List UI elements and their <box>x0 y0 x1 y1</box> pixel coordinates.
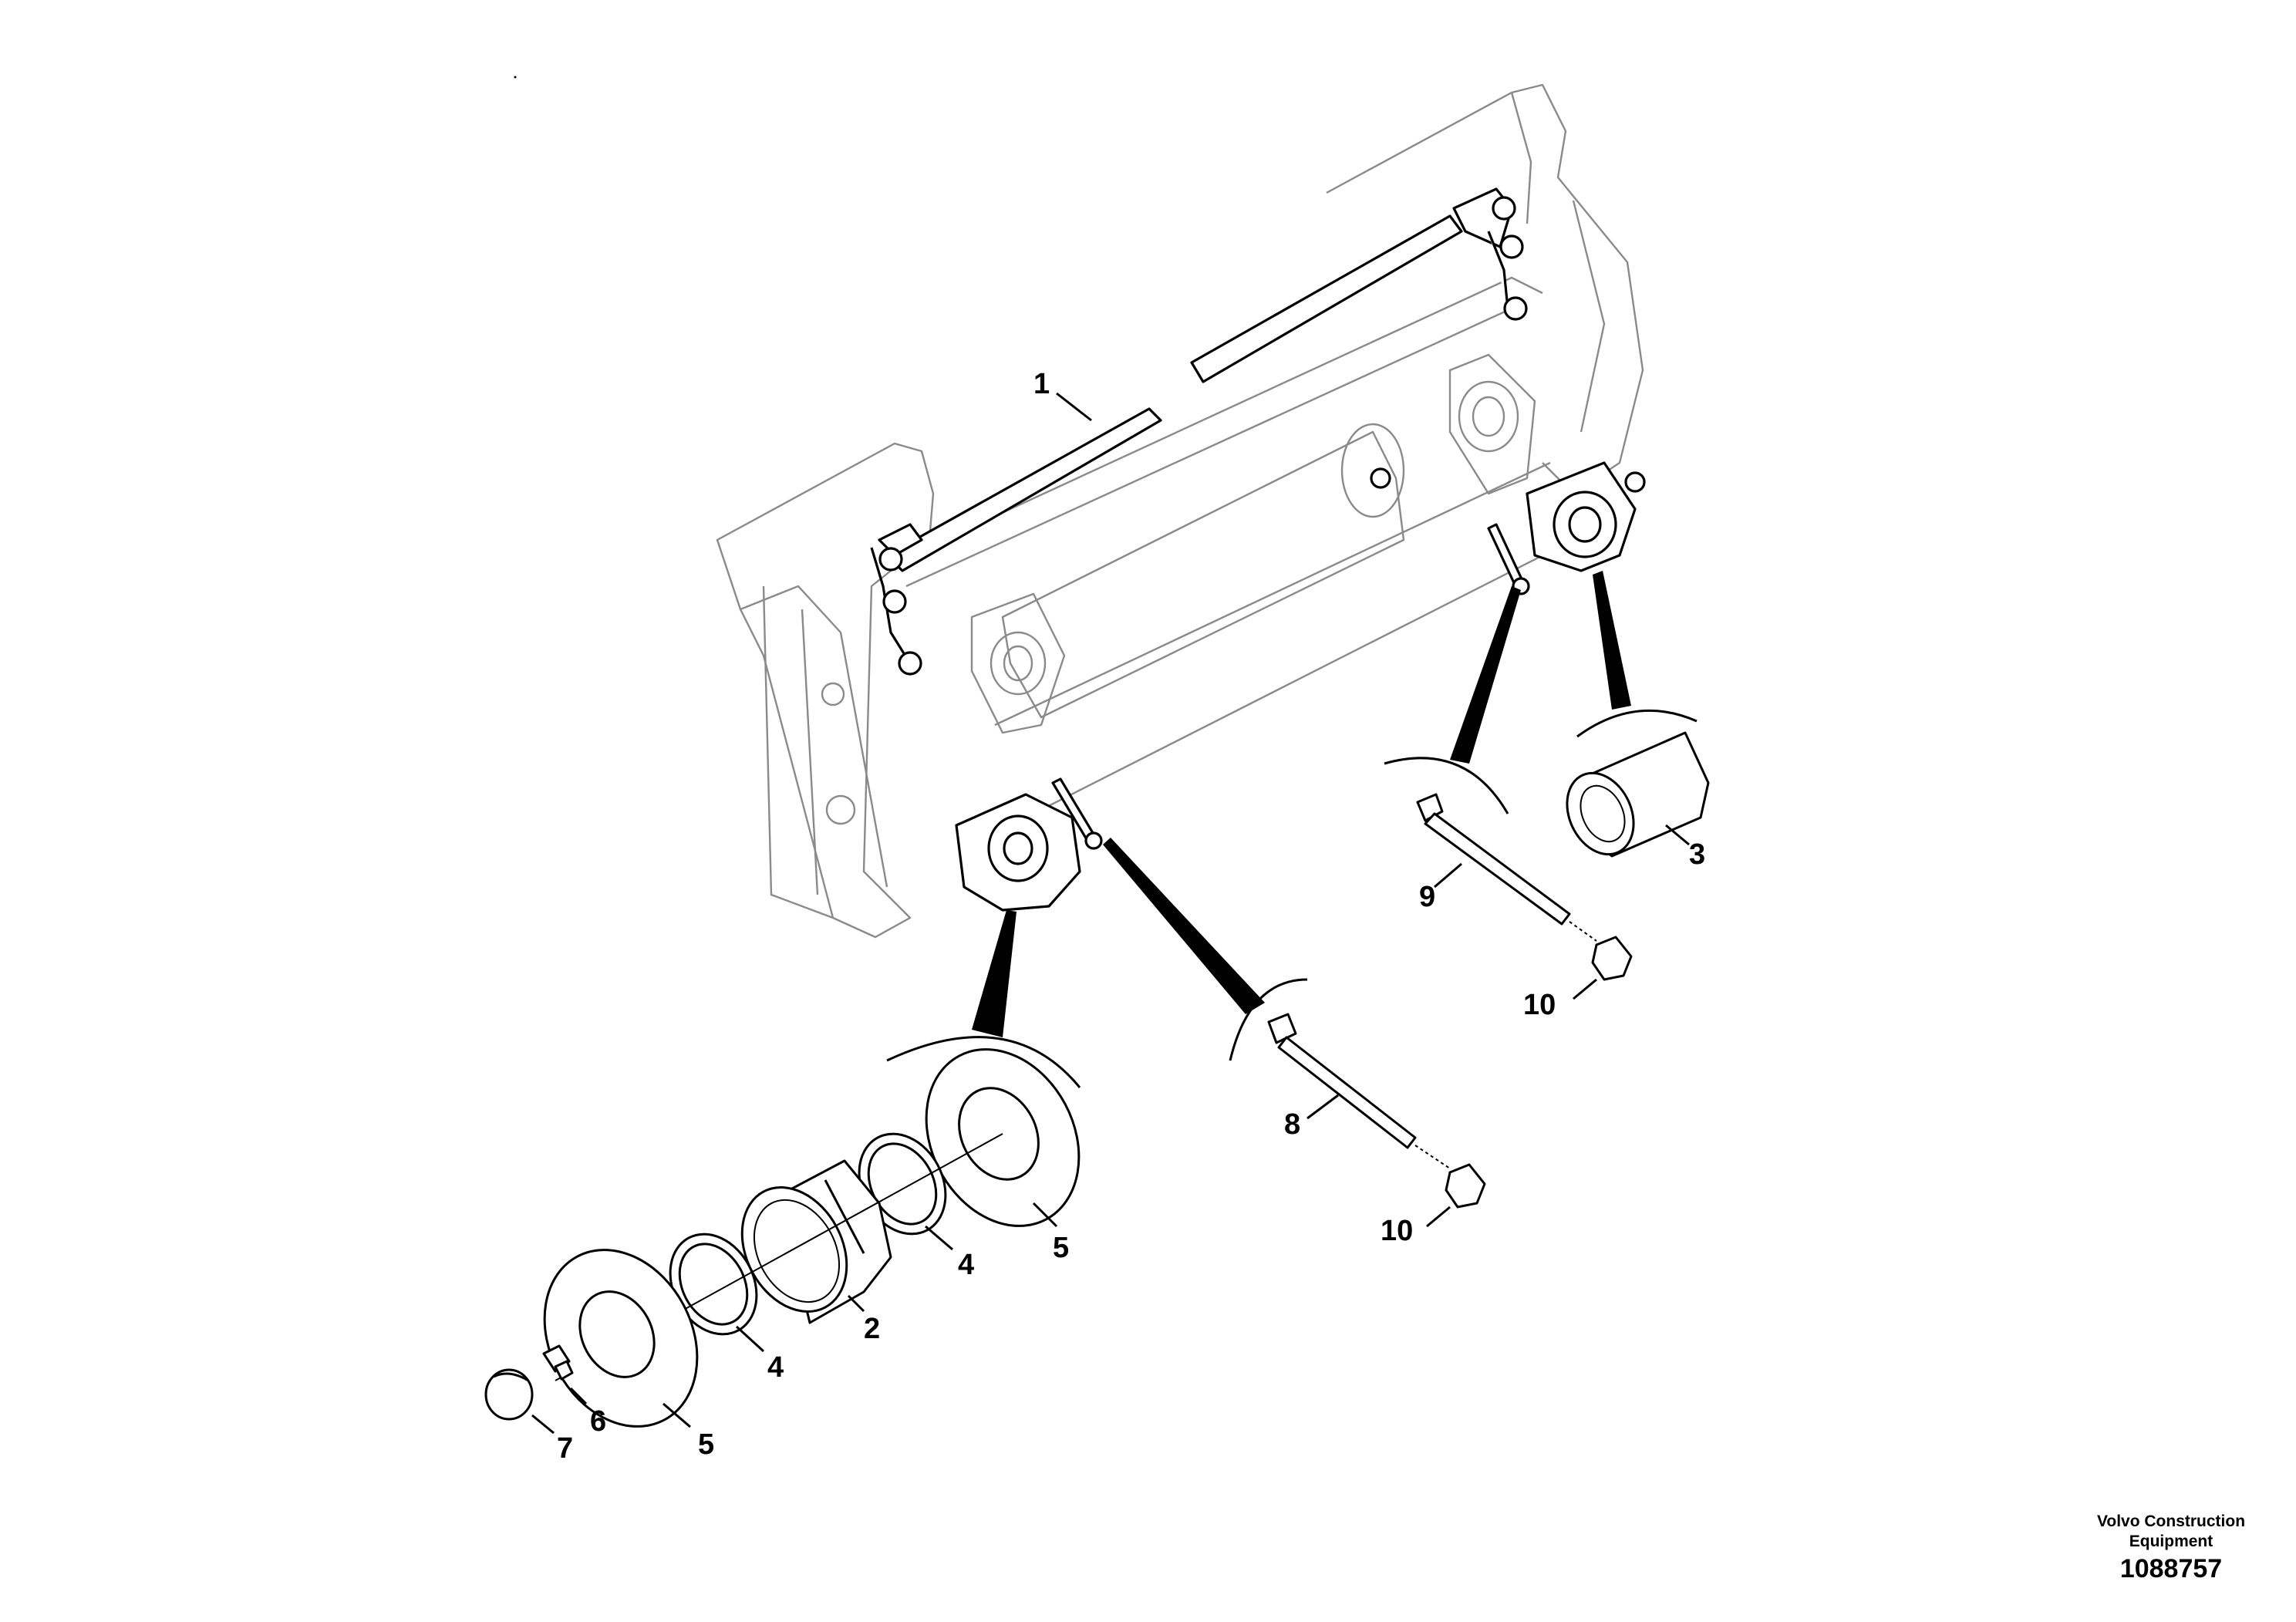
drawing-number: 1088757 <box>2119 1554 2223 1583</box>
brand-line-1: Volvo Construction <box>2096 1512 2246 1530</box>
part-7-protective-cap <box>484 1368 555 1435</box>
part-9-bolt <box>1416 793 1597 942</box>
callout-10-left: 10 <box>1381 1215 1413 1247</box>
callout-labels: 1 2 3 4 4 5 5 6 7 8 9 10 10 <box>557 368 1705 1465</box>
mounted-bolts <box>1051 523 1530 850</box>
part-4-seal-ring-lower <box>669 1233 765 1353</box>
callout-6: 6 <box>590 1405 606 1438</box>
callout-7: 7 <box>557 1432 573 1465</box>
callout-5-upper: 5 <box>1053 1232 1069 1264</box>
locking-lever-assembly <box>870 187 1646 676</box>
part-8-bolt <box>1267 1013 1451 1169</box>
callout-1: 1 <box>1033 368 1050 400</box>
brand-block: Volvo Construction Equipment 1088757 <box>2036 1512 2296 1586</box>
callout-4-upper: 4 <box>958 1249 974 1281</box>
callout-4-lower: 4 <box>767 1351 784 1384</box>
part-6-grease-nipple <box>542 1344 588 1405</box>
callout-9: 9 <box>1419 881 1435 913</box>
callout-8: 8 <box>1284 1108 1300 1141</box>
callout-5-lower: 5 <box>698 1428 714 1461</box>
stray-dot <box>514 76 517 79</box>
callout-10-right: 10 <box>1523 989 1556 1021</box>
part-3-bushing <box>1566 731 1710 858</box>
part-10-nut-right <box>1573 936 1633 1000</box>
attachment-frame <box>716 83 1644 939</box>
part-10-nut-left <box>1426 1163 1486 1228</box>
zoom-indicators <box>886 571 1698 1088</box>
callout-2: 2 <box>864 1313 880 1345</box>
brand-line-2: Equipment <box>2129 1533 2213 1550</box>
part-5-thrust-washer-upper <box>925 1048 1081 1228</box>
part-5-thrust-washer-lower <box>543 1249 699 1428</box>
callout-3: 3 <box>1689 838 1705 871</box>
